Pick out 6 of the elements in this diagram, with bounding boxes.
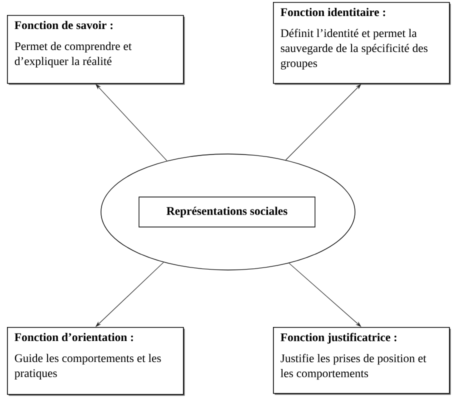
label-box: Représentations sociales: [138, 196, 316, 228]
ellipse: [100, 154, 356, 270]
text-box: Fonction identitaire : Définit l’identité et permet la sauvegarde de la spécificité des groupes: [273, 2, 451, 85]
text-box: Fonction justificatrice : Justifie les prises de position et les comportements: [273, 327, 451, 395]
text-box: Fonction d’orientation : Guide les comportements et les pratiques: [7, 327, 185, 396]
text-box: Fonction de savoir : Permet de comprendre et d’expliquer la réalité: [7, 15, 185, 85]
